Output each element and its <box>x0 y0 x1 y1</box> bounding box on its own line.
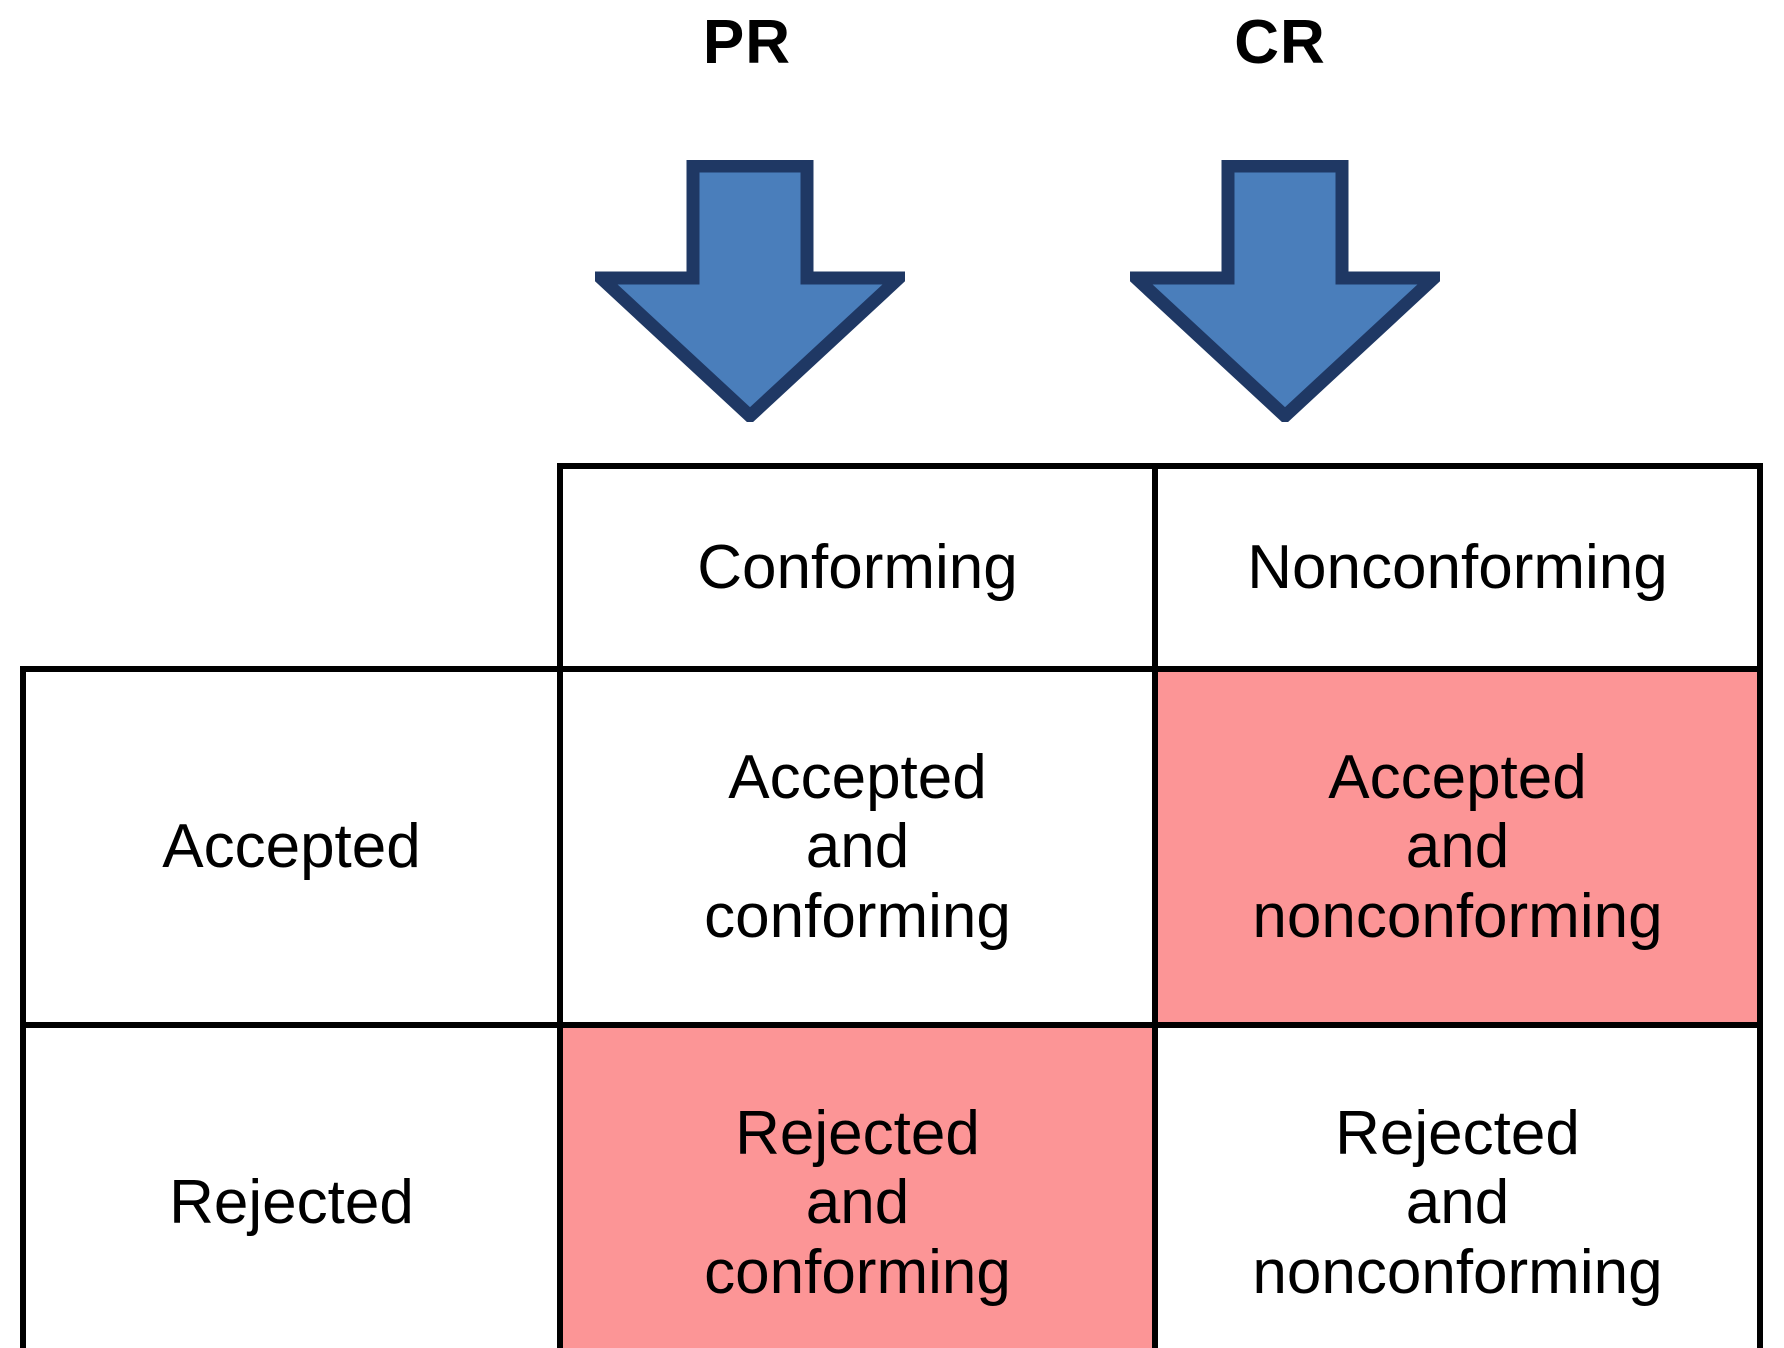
cell-line: Accepted <box>728 742 987 812</box>
column-header-nonconforming: Nonconforming <box>1152 463 1763 672</box>
column-key-pr: PR <box>702 8 792 77</box>
decision-matrix: Conforming Nonconforming Accepted Accept… <box>20 463 1763 1348</box>
cell-line: nonconforming <box>1252 1237 1663 1307</box>
cell-line: and <box>1405 812 1510 882</box>
cell-line: conforming <box>704 1237 1011 1307</box>
cell-rejected-nonconforming: Rejected and nonconforming <box>1152 1022 1763 1348</box>
corner-cell <box>23 466 560 669</box>
cell-rejected-conforming: Rejected and conforming <box>557 1022 1158 1348</box>
cell-line: and <box>1405 1168 1510 1238</box>
matrix-table: Conforming Nonconforming Accepted Accept… <box>20 463 1763 1348</box>
column-key-cr: CR <box>1234 8 1326 77</box>
column-header-conforming: Conforming <box>557 463 1158 672</box>
cell-line: Rejected <box>735 1098 980 1168</box>
cr-down-arrow-icon <box>1130 160 1440 422</box>
cell-line: and <box>805 812 910 882</box>
table-header-row: Conforming Nonconforming <box>23 463 1763 672</box>
cell-accepted-conforming: Accepted and conforming <box>557 666 1158 1028</box>
table-row-rejected: Rejected Rejected and conforming Rejecte… <box>20 1022 1763 1348</box>
row-header-accepted: Accepted <box>20 666 563 1028</box>
cell-line: conforming <box>704 881 1011 951</box>
cell-line: nonconforming <box>1252 881 1663 951</box>
cell-accepted-nonconforming: Accepted and nonconforming <box>1152 666 1763 1028</box>
table-row-accepted: Accepted Accepted and conforming Accepte… <box>20 666 1763 1028</box>
cell-line: Rejected <box>1335 1098 1580 1168</box>
row-header-rejected: Rejected <box>20 1022 563 1348</box>
cell-line: and <box>805 1168 910 1238</box>
pr-down-arrow-icon <box>595 160 905 422</box>
cell-line: Accepted <box>1328 742 1587 812</box>
